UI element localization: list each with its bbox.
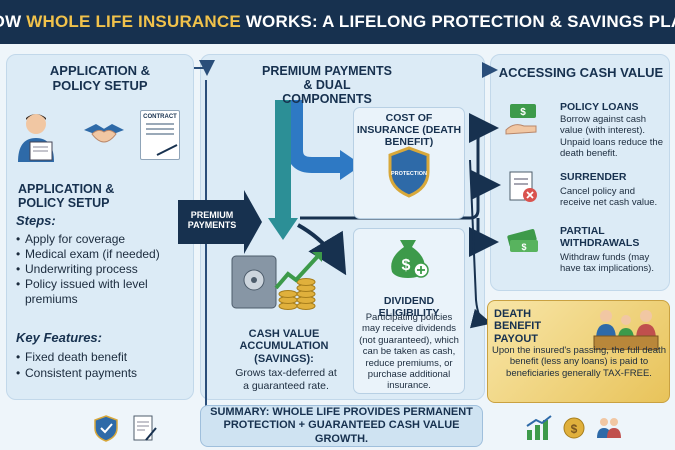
surrender-text: Cancel policy and receive net cash value…	[560, 186, 658, 209]
feature-item: Consistent payments	[16, 366, 186, 382]
middle-section-title: PREMIUM PAYMENTS & DUAL COMPONENTS	[262, 64, 392, 106]
partial-title: PARTIAL WITHDRAWALS	[560, 225, 640, 249]
title-highlight: WHOLE LIFE INSURANCE	[26, 12, 241, 31]
features-label: Key Features:	[16, 330, 102, 345]
surrender-title: SURRENDER	[560, 171, 627, 183]
safe-coins-growth-icon	[231, 252, 322, 310]
page-title: HOW WHOLE LIFE INSURANCE WORKS: A LIFELO…	[0, 12, 675, 32]
shield-label: PROTECTION	[391, 171, 427, 177]
features-list: Fixed death benefit Consistent payments	[16, 350, 186, 381]
contract-label: CONTRACT	[143, 114, 177, 120]
partial-text: Withdraw funds (may have tax implication…	[560, 252, 654, 275]
handshake-icon	[84, 124, 124, 143]
step-item: Underwriting process	[16, 262, 186, 277]
right-section-title: ACCESSING CASH VALUE	[498, 65, 664, 80]
loans-title: POLICY LOANS	[560, 101, 639, 113]
death-text: Upon the insured's passing, the full dea…	[492, 345, 666, 379]
premium-payments-label: PREMIUM PAYMENTS	[187, 210, 237, 231]
shield-check-icon	[94, 415, 118, 442]
svg-text:$: $	[521, 242, 526, 252]
money-hand-icon: $	[505, 104, 537, 135]
document-pen-icon	[133, 415, 157, 441]
feature-item: Fixed death benefit	[16, 350, 186, 366]
premium-payments-arrow	[178, 190, 262, 254]
cash-text: Grows tax-deferred at a guaranteed rate.	[235, 367, 337, 392]
contract-icon: CONTRACT	[140, 110, 180, 160]
steps-label: Steps:	[16, 213, 56, 228]
cash-title: CASH VALUE ACCUMULATION (SAVINGS):	[239, 328, 329, 365]
applicant-person-icon	[18, 114, 54, 162]
growth-chart-icon	[526, 415, 552, 440]
title-part-a: HOW	[0, 12, 22, 31]
death-benefit-box	[487, 300, 670, 403]
dividend-text: Participating policies may receive divid…	[359, 312, 459, 392]
money-bag-icon: $	[391, 240, 429, 278]
steps-list: Apply for coverage Medical exam (if need…	[16, 232, 186, 307]
withdraw-cash-icon: $	[507, 229, 538, 252]
left-section-title: APPLICATION & POLICY SETUP	[49, 63, 151, 93]
step-item: Policy issued with level premiums	[16, 277, 186, 307]
svg-text:$: $	[571, 422, 578, 436]
death-title: DEATH BENEFIT PAYOUT	[494, 308, 542, 345]
left-sub-title: APPLICATION & POLICY SETUP	[18, 182, 115, 210]
coi-title: COST OF INSURANCE (DEATH BENEFIT)	[356, 112, 462, 148]
svg-text:$: $	[520, 107, 526, 118]
title-part-b: WORKS: A LIFELONG PROTECTION & SAVINGS P…	[240, 12, 675, 31]
summary-banner: SUMMARY: WHOLE LIFE PROVIDES PERMANENT P…	[200, 405, 483, 447]
protection-shield-icon: PROTECTION	[388, 146, 430, 198]
step-item: Medical exam (if needed)	[16, 247, 186, 262]
svg-text:$: $	[402, 257, 411, 274]
family-box-icon	[593, 310, 659, 350]
surrender-document-icon	[509, 171, 537, 202]
loans-text: Borrow against cash value (with interest…	[560, 114, 663, 160]
dividend-title: DIVIDEND ELIGIBILITY	[378, 295, 440, 319]
coin-growth-icon: $	[563, 417, 585, 439]
step-item: Apply for coverage	[16, 232, 186, 247]
page-header: HOW WHOLE LIFE INSURANCE WORKS: A LIFELO…	[0, 0, 675, 44]
family-protection-icon	[597, 418, 621, 438]
